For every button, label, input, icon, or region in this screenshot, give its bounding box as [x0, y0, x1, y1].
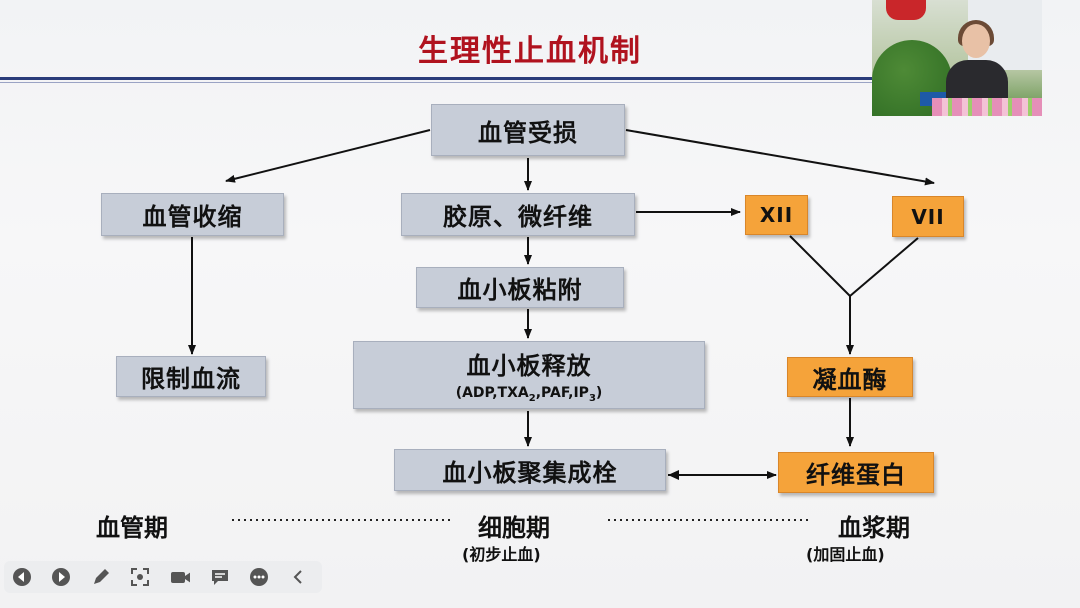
prev-icon[interactable]	[12, 567, 32, 587]
presenter-webcam	[872, 0, 1042, 116]
line-vii-to-merge	[849, 237, 919, 297]
phase-plasma-note: (加固止血)	[806, 545, 885, 564]
node-collagen-label: 胶原、微纤维	[443, 203, 593, 231]
more-icon[interactable]	[249, 567, 269, 587]
node-factor-xii: XII	[745, 195, 808, 235]
node-adhesion-label: 血小板粘附	[457, 276, 583, 304]
line-xii-to-merge	[789, 235, 851, 297]
phase-cellular: 细胞期	[478, 514, 550, 542]
screenshot-icon[interactable]	[130, 567, 150, 587]
cam-flowers	[932, 98, 1042, 116]
node-thrombin-label: 凝血酶	[812, 365, 888, 394]
phase-cellular-note: (初步止血)	[462, 545, 541, 564]
cam-red-decoration	[886, 0, 926, 20]
title-rule-thin	[0, 82, 872, 83]
node-release-mediators: (ADP,TXA2,PAF,IP3)	[455, 385, 603, 404]
collapse-icon[interactable]	[288, 567, 308, 587]
node-collagen: 胶原、微纤维	[401, 193, 635, 236]
node-aggregation-label: 血小板聚集成栓	[442, 458, 618, 487]
play-icon[interactable]	[51, 567, 71, 587]
pen-icon[interactable]	[91, 567, 111, 587]
node-adhesion: 血小板粘附	[416, 267, 624, 308]
node-limit-flow: 限制血流	[116, 356, 266, 397]
node-vasoconstriction-label: 血管收缩	[142, 203, 243, 231]
presentation-toolbar	[4, 561, 322, 593]
node-factor-xii-label: XII	[759, 203, 794, 227]
node-factor-vii: VII	[892, 196, 964, 237]
slide-title: 生理性止血机制	[418, 34, 642, 69]
node-thrombin: 凝血酶	[787, 357, 913, 397]
cam-presenter-face	[962, 24, 990, 58]
phase-vascular: 血管期	[96, 514, 168, 542]
arrowhead-left-fibrin-link	[668, 470, 679, 480]
node-injury-label: 血管受损	[478, 118, 578, 147]
node-aggregation: 血小板聚集成栓	[394, 449, 666, 491]
node-factor-vii-label: VII	[911, 204, 945, 229]
chat-icon[interactable]	[210, 567, 230, 587]
node-injury: 血管受损	[431, 104, 625, 156]
node-release-label: 血小板释放	[466, 352, 592, 381]
node-vasoconstriction: 血管收缩	[101, 193, 284, 236]
node-release: 血小板释放 (ADP,TXA2,PAF,IP3)	[353, 341, 705, 409]
arrow-injury-to-vasoconstriction	[225, 129, 431, 183]
node-limit-flow-label: 限制血流	[141, 365, 241, 393]
phase-plasma: 血浆期	[838, 514, 910, 542]
title-rule	[0, 77, 872, 80]
camera-icon[interactable]	[170, 567, 190, 587]
node-fibrin-label: 纤维蛋白	[806, 461, 906, 489]
node-fibrin: 纤维蛋白	[778, 452, 934, 493]
arrow-injury-to-vii	[625, 129, 935, 186]
